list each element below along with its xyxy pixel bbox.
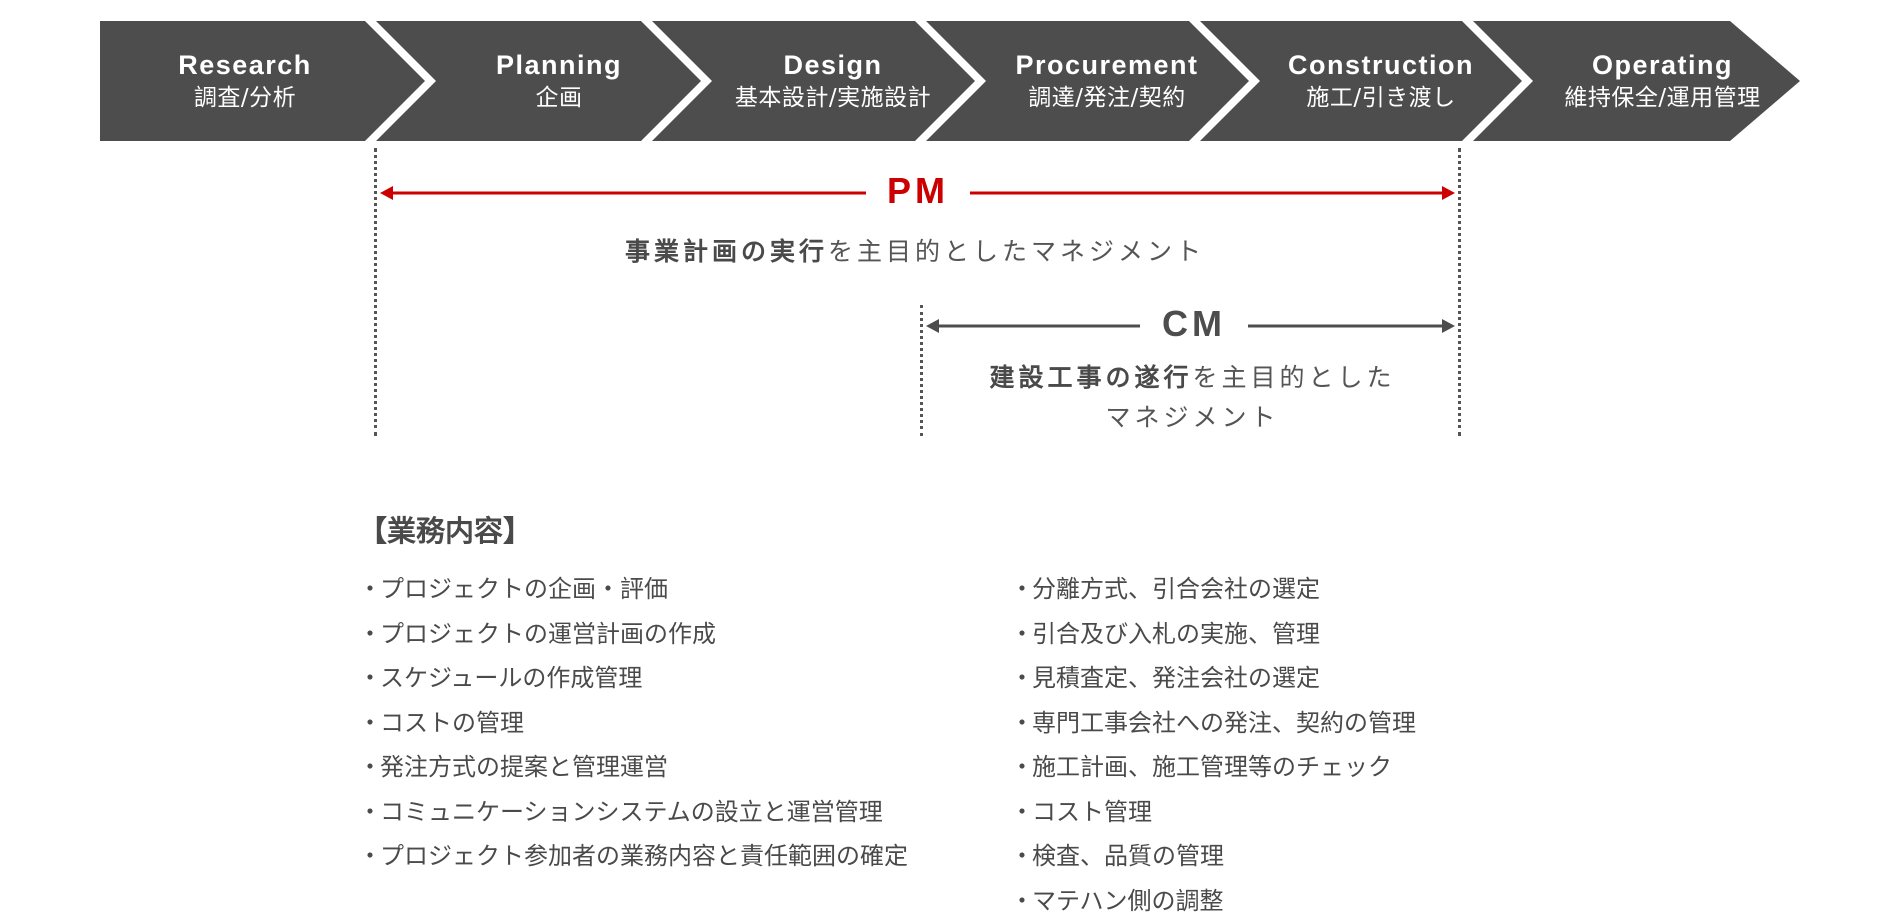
pm-description: 事業計画の実行を主目的としたマネジメント <box>400 232 1430 272</box>
cm-arrow-left-head-icon <box>926 319 939 333</box>
list-item: ・コミュニケーションシステムの設立と運営管理 <box>358 790 908 835</box>
bullet-icon: ・ <box>1010 790 1032 835</box>
bullet-icon: ・ <box>358 701 380 746</box>
list-item-text: マテハン側の調整 <box>1032 887 1224 915</box>
list-item-text: 検査、品質の管理 <box>1032 842 1224 870</box>
bullet-icon: ・ <box>358 567 380 612</box>
list-item-text: 引合及び入札の実施、管理 <box>1032 620 1320 648</box>
list-item-text: コミュニケーションシステムの設立と運営管理 <box>380 798 883 826</box>
list-item: ・専門工事会社への発注、契約の管理 <box>1010 701 1416 746</box>
bullet-icon: ・ <box>1010 656 1032 701</box>
bullet-icon: ・ <box>1010 567 1032 612</box>
pm-arrow-right-head-icon <box>1442 186 1455 200</box>
cm-task-list: ・分離方式、引合会社の選定 ・引合及び入札の実施、管理 ・見積査定、発注会社の選… <box>1010 567 1416 923</box>
bullet-icon: ・ <box>1010 879 1032 923</box>
pm-task-list: ・プロジェクトの企画・評価 ・プロジェクトの運営計画の作成 ・スケジュールの作成… <box>358 567 908 879</box>
pm-description-bold: 事業計画の実行 <box>625 237 828 266</box>
list-item: ・検査、品質の管理 <box>1010 834 1416 879</box>
list-item: ・コストの管理 <box>358 701 908 746</box>
bullet-icon: ・ <box>358 790 380 835</box>
list-item: ・引合及び入札の実施、管理 <box>1010 612 1416 657</box>
bullet-icon: ・ <box>1010 612 1032 657</box>
list-item-text: 発注方式の提案と管理運営 <box>380 753 668 781</box>
list-item: ・スケジュールの作成管理 <box>358 656 908 701</box>
list-item-text: 見積査定、発注会社の選定 <box>1032 664 1320 692</box>
list-item: ・見積査定、発注会社の選定 <box>1010 656 1416 701</box>
bullet-icon: ・ <box>1010 701 1032 746</box>
cm-label: CM <box>1140 303 1248 345</box>
list-item-text: コスト管理 <box>1032 798 1152 826</box>
cm-description-bold: 建設工事の遂行 <box>989 363 1192 392</box>
list-item: ・プロジェクトの運営計画の作成 <box>358 612 908 657</box>
cm-arrow-right-head-icon <box>1442 319 1455 333</box>
bullet-icon: ・ <box>358 745 380 790</box>
cm-description-rest: を主目的とした <box>1193 363 1396 392</box>
bullet-icon: ・ <box>1010 834 1032 879</box>
list-item: ・発注方式の提案と管理運営 <box>358 745 908 790</box>
list-item-text: 専門工事会社への発注、契約の管理 <box>1032 709 1416 737</box>
pm-label: PM <box>866 170 970 212</box>
list-item: ・プロジェクト参加者の業務内容と責任範囲の確定 <box>358 834 908 879</box>
list-item-text: プロジェクトの運営計画の作成 <box>380 620 716 648</box>
list-item-text: プロジェクト参加者の業務内容と責任範囲の確定 <box>380 842 908 870</box>
cm-description-line2: マネジメント <box>930 398 1455 438</box>
pm-arrow-left-head-icon <box>380 186 393 200</box>
bullet-icon: ・ <box>1010 745 1032 790</box>
section-title: 【業務内容】 <box>358 508 532 550</box>
list-item: ・コスト管理 <box>1010 790 1416 835</box>
list-item: ・マテハン側の調整 <box>1010 879 1416 923</box>
bullet-icon: ・ <box>358 612 380 657</box>
list-item-text: 分離方式、引合会社の選定 <box>1032 575 1320 603</box>
list-item: ・プロジェクトの企画・評価 <box>358 567 908 612</box>
cm-description: 建設工事の遂行を主目的とした マネジメント <box>930 358 1455 438</box>
pm-description-rest: を主目的としたマネジメント <box>828 237 1205 266</box>
list-item-text: プロジェクトの企画・評価 <box>380 575 668 603</box>
bullet-icon: ・ <box>358 834 380 879</box>
list-item: ・施工計画、施工管理等のチェック <box>1010 745 1416 790</box>
list-item-text: 施工計画、施工管理等のチェック <box>1032 753 1392 781</box>
list-item: ・分離方式、引合会社の選定 <box>1010 567 1416 612</box>
bullet-icon: ・ <box>358 656 380 701</box>
list-item-text: スケジュールの作成管理 <box>380 664 642 692</box>
list-item-text: コストの管理 <box>380 709 524 737</box>
cm-description-line1: 建設工事の遂行を主目的とした <box>930 358 1455 398</box>
